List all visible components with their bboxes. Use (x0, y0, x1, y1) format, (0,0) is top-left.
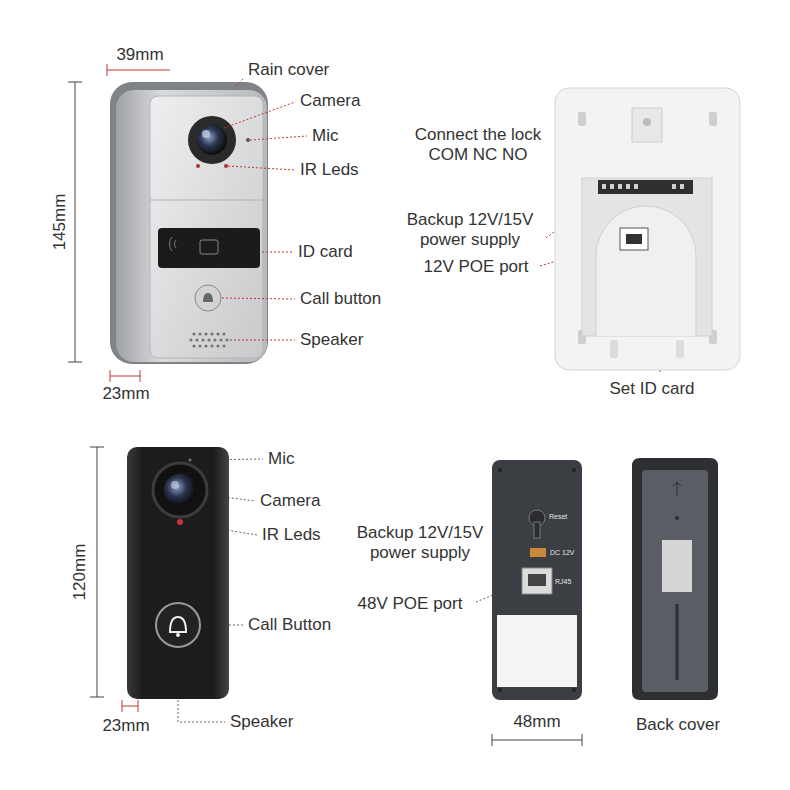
part-label: IR Leds (262, 525, 321, 545)
port-marking: RJ45 (555, 578, 571, 585)
mounting-plate (555, 88, 740, 370)
part-label: 48mm (513, 712, 560, 732)
part-label: Camera (300, 91, 360, 111)
part-label: Speaker (300, 330, 363, 350)
silver-doorbell (110, 82, 268, 364)
port-marking: Reset (549, 513, 567, 520)
part-label: 39mm (116, 45, 163, 65)
dimension-label: 145mm (50, 194, 70, 251)
part-label: Rain cover (248, 60, 329, 80)
part-label: Call button (300, 289, 381, 309)
part-label: Mic (268, 449, 294, 469)
part-label: Call Button (248, 615, 331, 635)
port-marking: DC 12V (550, 549, 575, 556)
part-label: Backup 12V/15V power supply (350, 523, 490, 564)
part-label: 12V POE port (424, 257, 529, 277)
part-label: Camera (260, 491, 320, 511)
part-label: 23mm (102, 716, 149, 736)
part-label: Back cover (636, 715, 720, 735)
part-label: 23mm (102, 384, 149, 404)
part-label: Backup 12V/15V power supply (400, 210, 540, 251)
part-label: Set ID card (609, 379, 694, 399)
part-label: Speaker (230, 712, 293, 732)
leader-lines-black (178, 459, 528, 722)
part-label: Connect the lock COM NC NO (403, 125, 553, 166)
doorbell-back (492, 460, 582, 700)
part-label: IR Leds (300, 160, 359, 180)
dimension-label: 120mm (70, 544, 90, 601)
back-cover (632, 458, 718, 700)
dimension-lines (68, 64, 582, 746)
part-label: ID card (298, 242, 353, 262)
part-label: 48V POE port (358, 594, 463, 614)
black-doorbell (127, 447, 229, 699)
part-label: Mic (312, 126, 338, 146)
